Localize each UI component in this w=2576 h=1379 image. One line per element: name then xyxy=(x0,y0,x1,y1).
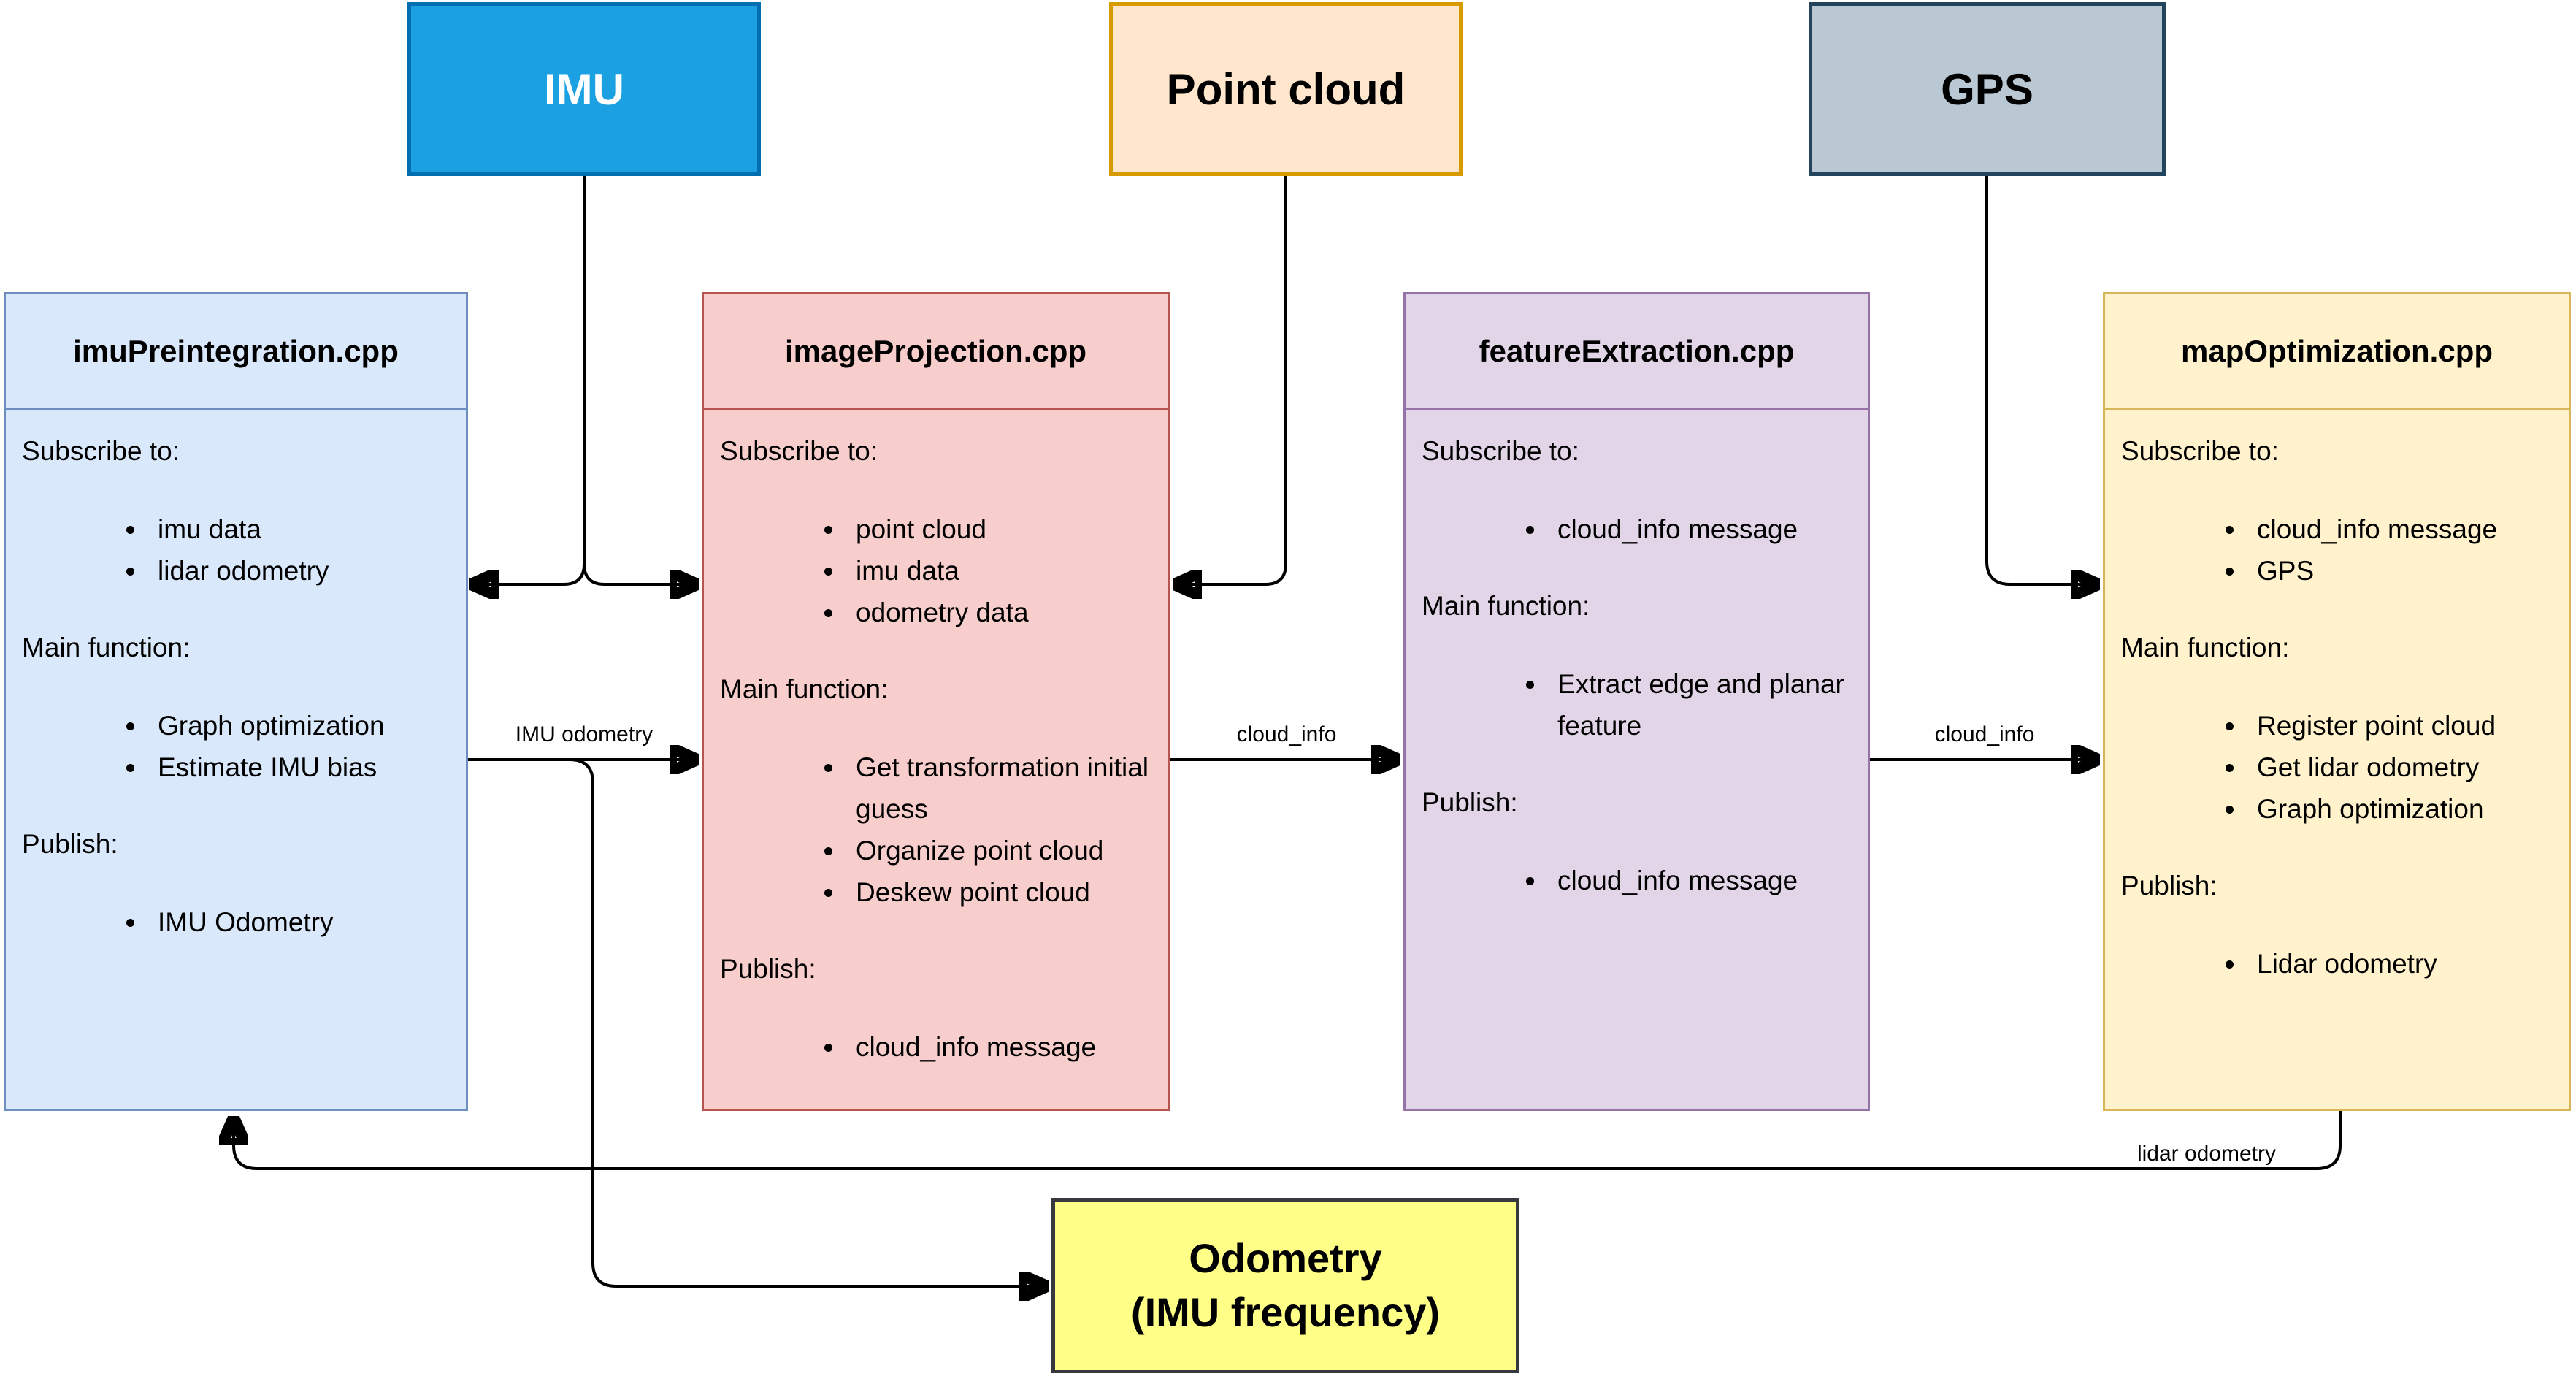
bullet-list: cloud_info message xyxy=(1422,860,1855,901)
edge-label-lidar-odometry: lidar odometry xyxy=(2136,1142,2277,1166)
bullet-list: Register point cloud Get lidar odometry … xyxy=(2121,705,2556,830)
bullet-list: cloud_info message xyxy=(1422,508,1855,550)
section-heading: Main function: xyxy=(2121,633,2290,662)
sensor-box-point-cloud: Point cloud xyxy=(1109,2,1463,176)
node-imupreintegration-title: imuPreintegration.cpp xyxy=(6,294,466,410)
node-featureextraction-title: featureExtraction.cpp xyxy=(1406,294,1868,410)
bullet-list: Get transformation initial guess Organiz… xyxy=(720,746,1154,913)
edge-lidar-odometry-feedback xyxy=(234,1111,2342,1170)
sensor-point-cloud-label: Point cloud xyxy=(1166,64,1406,114)
section-heading: Subscribe to: xyxy=(22,436,180,466)
list-item: cloud_info message xyxy=(846,1026,1154,1068)
bullet-list: point cloud imu data odometry data xyxy=(720,508,1154,633)
list-item: point cloud xyxy=(846,508,1154,550)
list-item: IMU Odometry xyxy=(147,901,453,943)
list-item: Organize point cloud xyxy=(846,830,1154,871)
sensor-imu-label: IMU xyxy=(544,64,624,114)
bullet-list: imu data lidar odometry xyxy=(22,508,453,592)
section-heading: Subscribe to: xyxy=(1422,436,1579,466)
bullet-list: Graph optimization Estimate IMU bias xyxy=(22,705,453,788)
list-item: odometry data xyxy=(846,592,1154,633)
edge-gps-to-mapoptimization xyxy=(1985,176,2098,584)
output-box-odometry: Odometry (IMU frequency) xyxy=(1051,1198,1519,1373)
list-item: Deskew point cloud xyxy=(846,871,1154,913)
section-heading: Publish: xyxy=(2121,871,2217,901)
list-item: Get lidar odometry xyxy=(2247,746,2556,788)
bullet-list: cloud_info message xyxy=(720,1026,1154,1068)
section-heading: Publish: xyxy=(1422,787,1518,817)
sensor-gps-label: GPS xyxy=(1941,64,2033,114)
node-featureextraction: featureExtraction.cpp Subscribe to: clou… xyxy=(1403,292,1870,1111)
section-heading: Main function: xyxy=(720,674,889,704)
list-item: lidar odometry xyxy=(147,550,453,592)
node-featureextraction-body: Subscribe to: cloud_info message Main fu… xyxy=(1406,430,1868,901)
section-heading: Publish: xyxy=(22,829,118,859)
node-imupreintegration-body: Subscribe to: imu data lidar odometry Ma… xyxy=(6,430,466,943)
node-imageprojection-body: Subscribe to: point cloud imu data odome… xyxy=(704,430,1168,1068)
output-box-line1: Odometry xyxy=(1189,1235,1382,1281)
list-item: Extract edge and planar feature xyxy=(1547,663,1855,746)
section-heading: Main function: xyxy=(22,633,191,662)
list-item: cloud_info message xyxy=(1547,508,1855,550)
bullet-list: cloud_info message GPS xyxy=(2121,508,2556,592)
section-heading: Main function: xyxy=(1422,591,1590,621)
bullet-list: Extract edge and planar feature xyxy=(1422,663,1855,746)
node-imageprojection: imageProjection.cpp Subscribe to: point … xyxy=(702,292,1170,1111)
output-box-line2: (IMU frequency) xyxy=(1130,1289,1441,1335)
list-item: Get transformation initial guess xyxy=(846,746,1154,830)
list-item: imu data xyxy=(846,550,1154,592)
edge-imu-to-imageprojection xyxy=(583,563,697,584)
list-item: Estimate IMU bias xyxy=(147,746,453,788)
bullet-list: Lidar odometry xyxy=(2121,943,2556,985)
edge-pointcloud-to-imageprojection xyxy=(1174,176,1287,584)
list-item: cloud_info message xyxy=(1547,860,1855,901)
node-mapoptimization: mapOptimization.cpp Subscribe to: cloud_… xyxy=(2103,292,2571,1111)
node-mapoptimization-title: mapOptimization.cpp xyxy=(2105,294,2569,410)
bullet-list: IMU Odometry xyxy=(22,901,453,943)
section-heading: Publish: xyxy=(720,954,816,984)
list-item: cloud_info message xyxy=(2247,508,2556,550)
list-item: imu data xyxy=(147,508,453,550)
list-item: Graph optimization xyxy=(147,705,453,746)
edge-label-cloud-info-1: cloud_info xyxy=(1236,722,1337,746)
sensor-box-imu: IMU xyxy=(407,2,761,176)
list-item: Register point cloud xyxy=(2247,705,2556,746)
edge-imu-to-imupreintegration xyxy=(471,563,586,584)
node-imupreintegration: imuPreintegration.cpp Subscribe to: imu … xyxy=(4,292,468,1111)
node-imageprojection-title: imageProjection.cpp xyxy=(704,294,1168,410)
list-item: GPS xyxy=(2247,550,2556,592)
list-item: Graph optimization xyxy=(2247,788,2556,830)
sensor-box-gps: GPS xyxy=(1809,2,2166,176)
node-mapoptimization-body: Subscribe to: cloud_info message GPS Mai… xyxy=(2105,430,2569,985)
edge-label-cloud-info-2: cloud_info xyxy=(1934,722,2035,746)
edge-label-imu-odometry: IMU odometry xyxy=(515,722,653,746)
list-item: Lidar odometry xyxy=(2247,943,2556,985)
section-heading: Subscribe to: xyxy=(720,436,878,466)
edge-imu-odometry-branch xyxy=(569,758,1047,1286)
section-heading: Subscribe to: xyxy=(2121,436,2279,466)
